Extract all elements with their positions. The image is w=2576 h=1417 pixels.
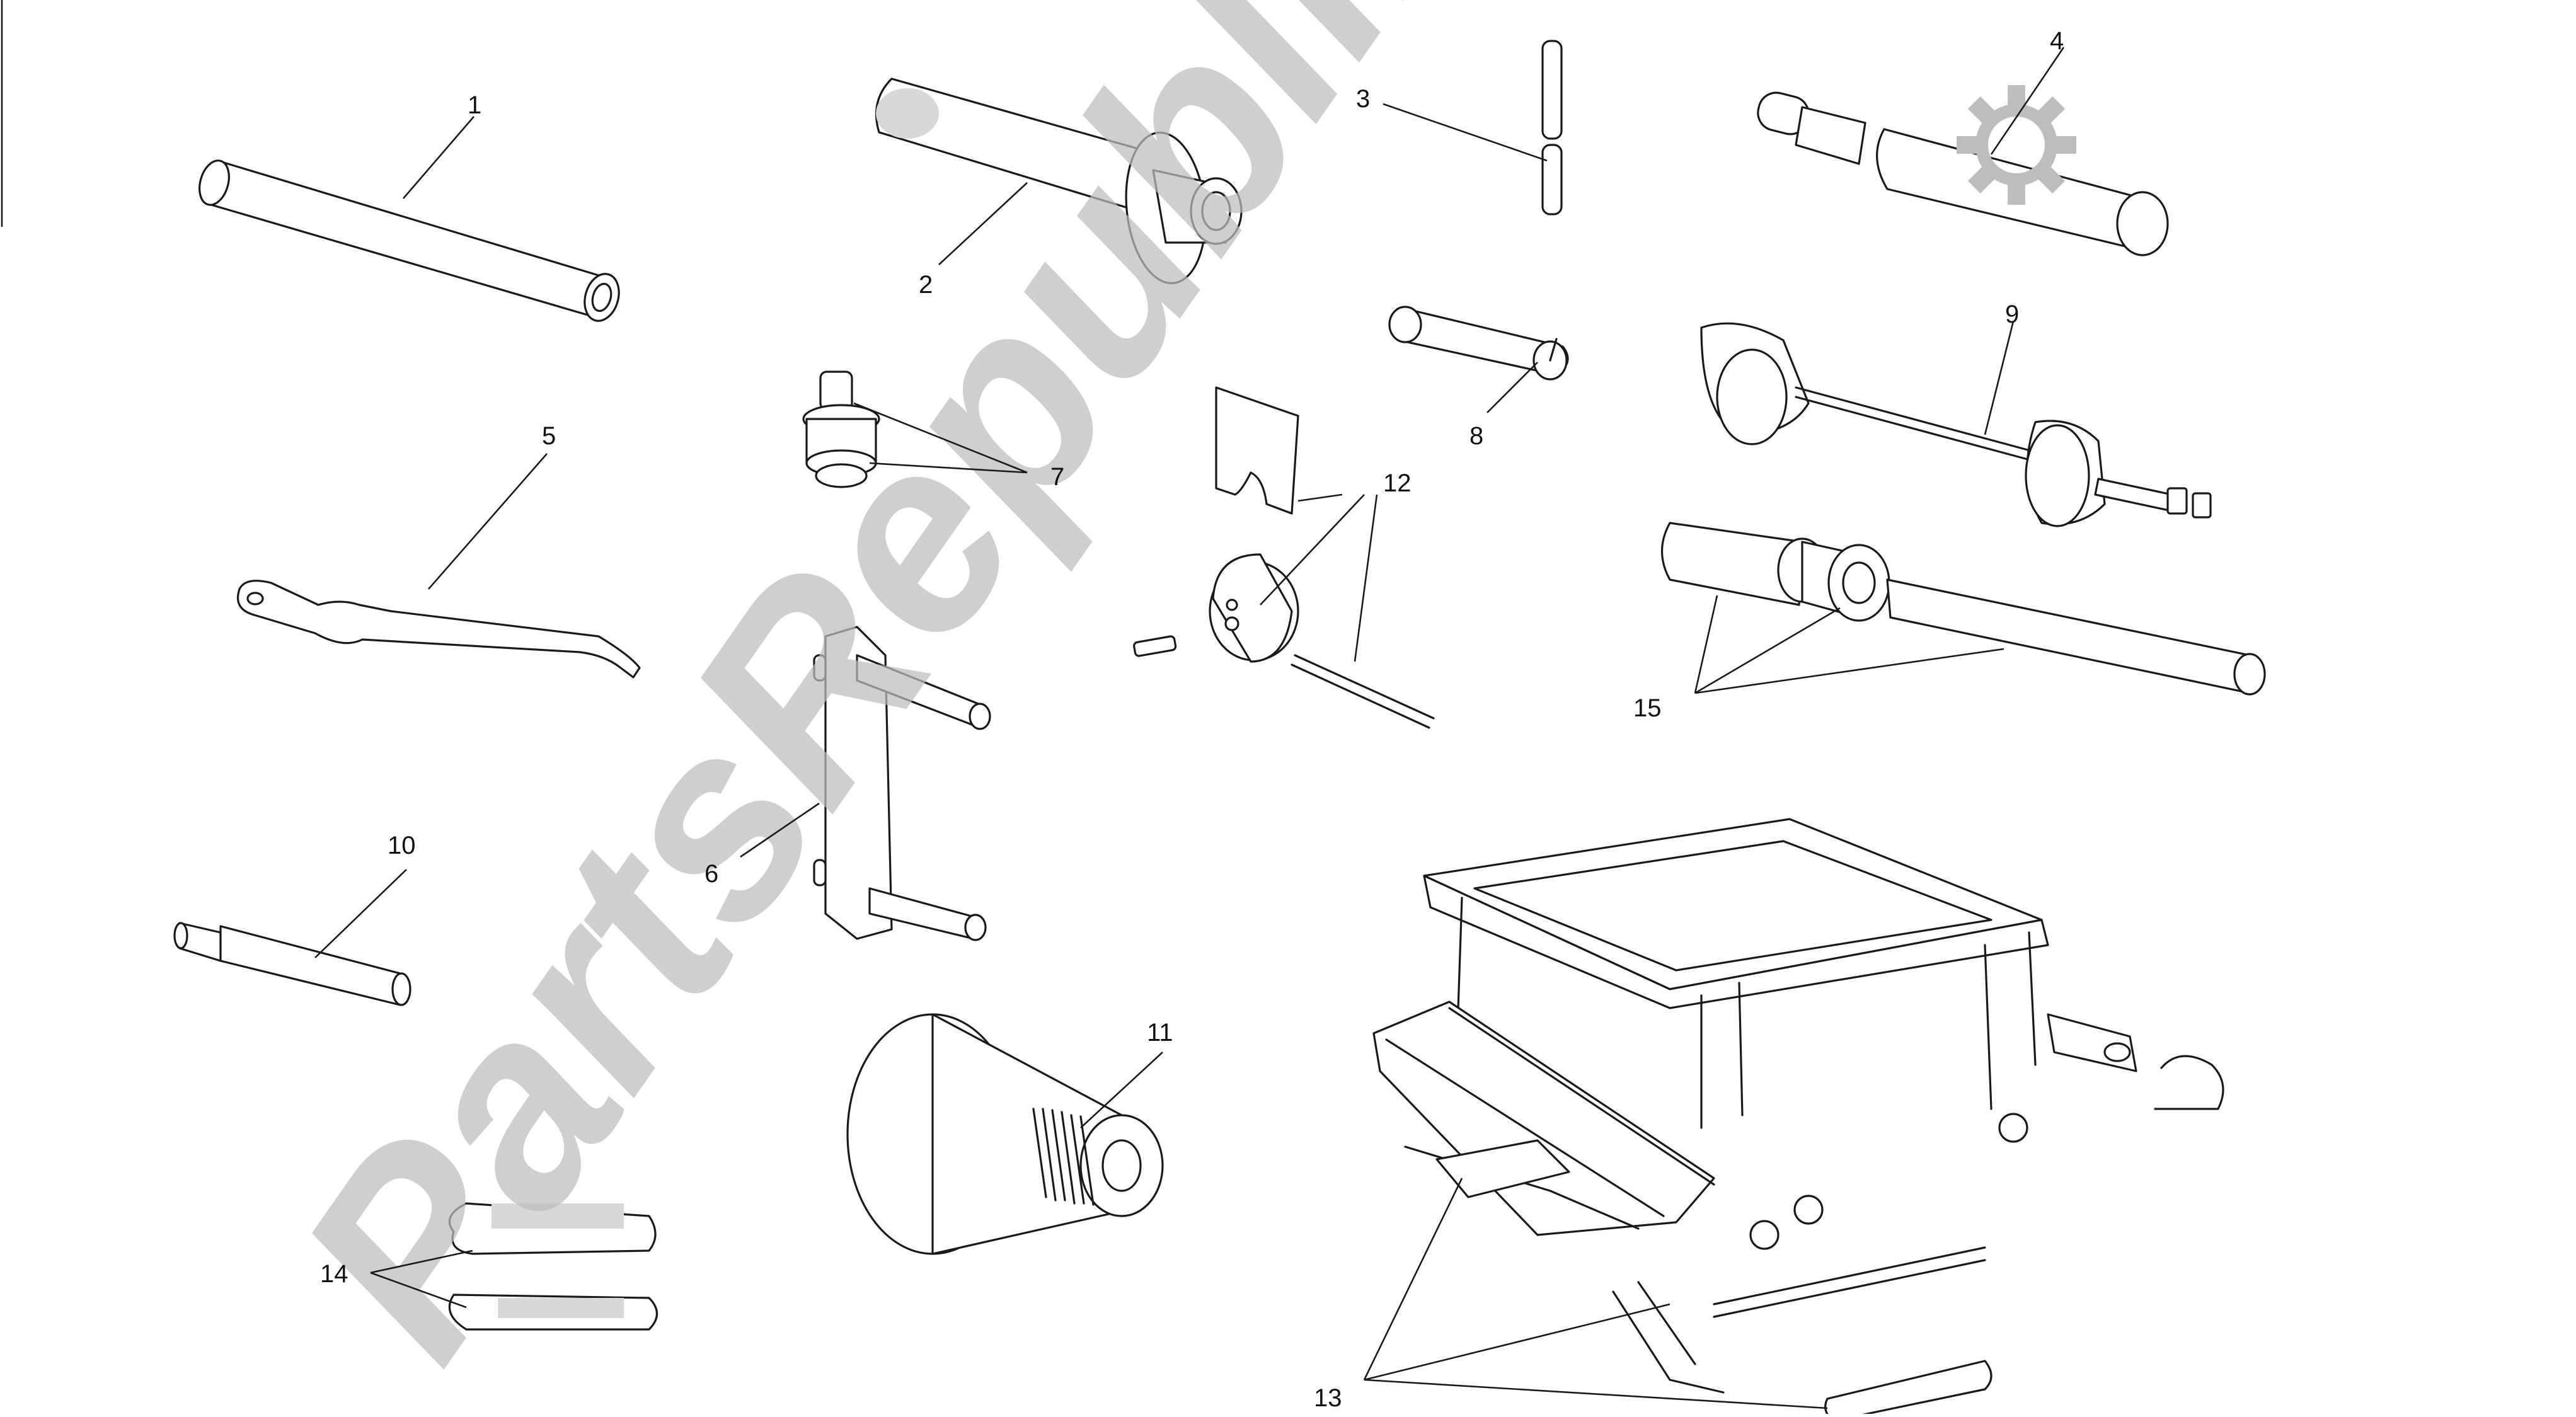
part-14-split-bush: [448, 1202, 658, 1331]
gear-icon: [1957, 85, 2076, 205]
callout-1: 1: [468, 91, 481, 119]
part-15-drift-set: [1660, 522, 2266, 696]
part-12-kit: [1133, 386, 1435, 729]
part-9-puller: [1700, 322, 2212, 527]
callout-8: 8: [1469, 422, 1483, 450]
callout-10: 10: [388, 832, 416, 859]
callout-2: 2: [919, 271, 933, 299]
callout-12: 12: [1383, 469, 1412, 497]
part-2-drift: [875, 77, 1243, 285]
part-8-collar: [1388, 306, 1569, 381]
part-3-pin: [1541, 40, 1563, 215]
part-7-fitting: [802, 370, 880, 488]
callout-7: 7: [1050, 463, 1064, 491]
callout-3: 3: [1356, 85, 1370, 113]
part-4-shaft: [1757, 91, 2169, 256]
part-5-spanner: [236, 580, 641, 679]
callout-15: 15: [1633, 694, 1662, 722]
callout-labels: 1 2 3 4 5 6 7 8 9 10 11 12 13 14 15: [320, 27, 2064, 1412]
callout-9: 9: [2005, 301, 2019, 328]
part-11-bush: [846, 1013, 1164, 1255]
callout-5: 5: [542, 422, 556, 450]
part-10-pin: [173, 922, 411, 1006]
callout-11: 11: [1147, 1019, 1173, 1047]
part-13-stand: [1372, 818, 2224, 1417]
callout-4: 4: [2050, 27, 2064, 55]
leader-lines: [314, 47, 2065, 1409]
callout-14: 14: [320, 1260, 348, 1288]
watermark: PartsRepublik: [241, 0, 2076, 1408]
callout-13: 13: [1314, 1384, 1342, 1412]
part-6-plate: [813, 626, 991, 941]
callout-6: 6: [704, 860, 718, 888]
part-1-tube: [198, 159, 620, 322]
